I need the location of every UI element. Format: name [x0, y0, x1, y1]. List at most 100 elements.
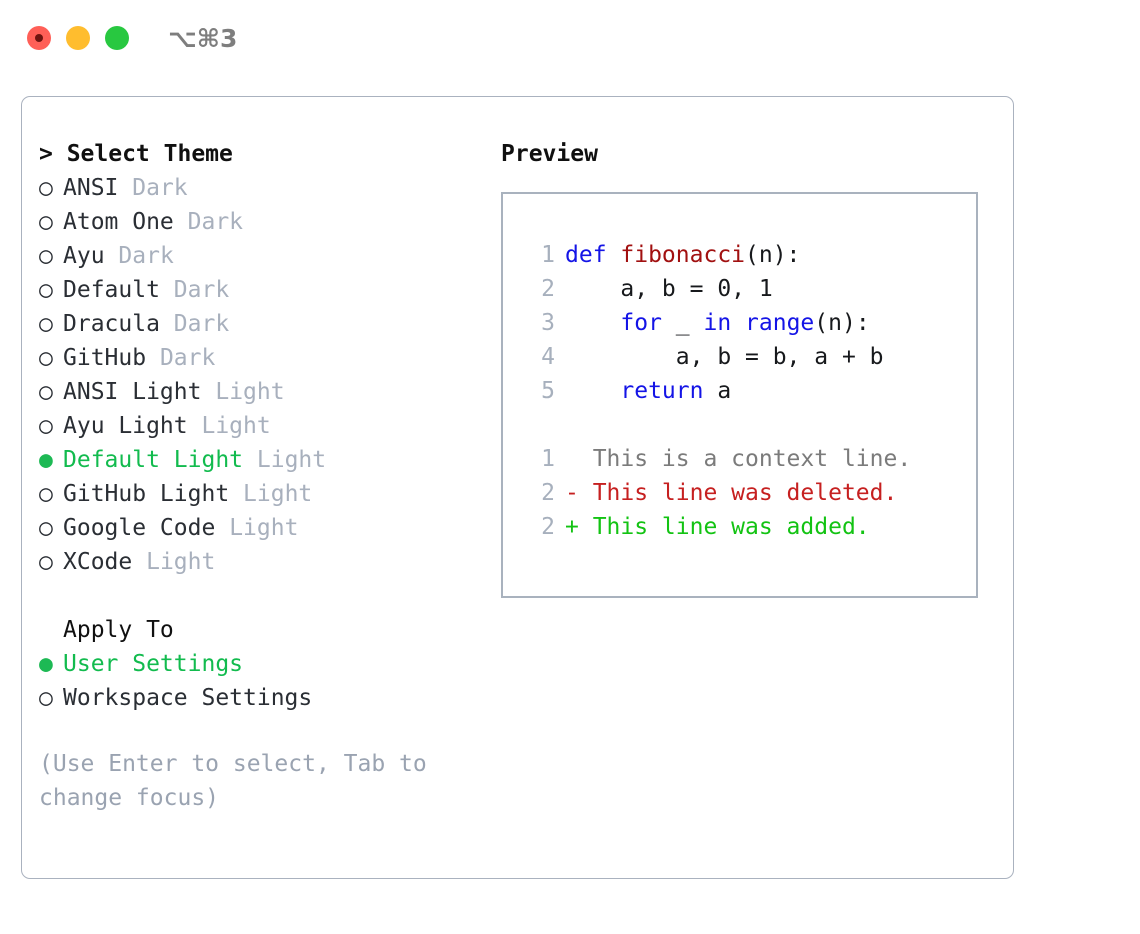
theme-option[interactable]: ○GitHub Light Light: [39, 477, 479, 511]
theme-option-label: Dracula: [63, 311, 160, 337]
code-line: 4 a, b = b, a + b: [503, 340, 976, 374]
theme-option-label: GitHub Light: [63, 481, 230, 507]
diff-line-text: - This line was deleted.: [565, 480, 898, 506]
theme-option-category: Light: [229, 515, 299, 541]
apply-to-option[interactable]: ● User Settings: [39, 647, 479, 681]
code-token: in: [703, 310, 732, 336]
radio-unselected-icon: ○: [39, 549, 53, 575]
radio-unselected-icon: ○: [39, 209, 53, 235]
line-number: 3: [541, 310, 555, 336]
theme-option[interactable]: ○ Ayu Dark: [39, 239, 479, 273]
theme-option[interactable]: ○ ANSI Light Light: [39, 375, 479, 409]
radio-selected-icon: ●: [39, 651, 53, 677]
radio-selected-icon: ●: [39, 447, 53, 473]
window-controls: [27, 26, 129, 50]
theme-option[interactable]: ○ ANSI Dark: [39, 171, 479, 205]
code-line-text: for _ in range(n):: [555, 306, 870, 340]
apply-to-option-label: User Settings: [63, 651, 244, 677]
theme-option-category: Dark: [132, 175, 188, 201]
theme-option-label: ANSI: [63, 175, 119, 201]
diff-line: 2 + This line was added.: [503, 510, 976, 544]
radio-unselected-icon: ○: [39, 515, 53, 541]
line-number: 2: [541, 480, 555, 506]
theme-option-category: Dark: [159, 345, 216, 371]
radio-unselected-icon: ○: [39, 311, 53, 337]
line-number: 1: [541, 446, 555, 472]
maximize-button[interactable]: [105, 26, 129, 50]
select-theme-header: > Select Theme: [39, 141, 233, 167]
code-token: a, b = b, a + b: [565, 344, 884, 370]
radio-unselected-icon: ○: [39, 345, 53, 371]
theme-list[interactable]: ○ ANSI Dark ○ Atom One Dark ○ Ayu Dark ○ Defaul…: [39, 171, 479, 579]
radio-unselected-icon: ○: [39, 413, 53, 439]
code-token: range: [745, 310, 815, 336]
apply-to-option-label: Workspace Settings: [63, 685, 313, 711]
theme-option[interactable]: ○ Dracula Dark: [39, 307, 479, 341]
close-button[interactable]: [27, 26, 51, 50]
code-token: [565, 310, 620, 336]
theme-option[interactable]: ○ GitHub Dark: [39, 341, 479, 375]
theme-option-label: Default: [63, 277, 160, 303]
code-token: def: [565, 242, 621, 268]
main-panel: > Select Theme ○ANSI Dark○Atom One Dark○…: [21, 96, 1014, 879]
theme-option-label: Default Light: [63, 447, 244, 473]
theme-option[interactable]: ○XCode Light: [39, 545, 479, 579]
theme-option-label: Ayu Light: [63, 413, 188, 439]
theme-option-category: Dark: [187, 209, 244, 235]
code-token: [565, 378, 620, 404]
diff-line: 2 - This line was deleted.: [503, 476, 976, 510]
diff-line-text: + This line was added.: [565, 514, 870, 540]
radio-unselected-icon: ○: [39, 243, 53, 269]
theme-option[interactable]: ● Default Light Light: [39, 443, 479, 477]
theme-option[interactable]: ○Ayu Light Light: [39, 409, 479, 443]
minimize-button[interactable]: [66, 26, 90, 50]
theme-option-label: ANSI Light: [63, 379, 202, 405]
code-token: [731, 310, 745, 336]
titlebar: ⌥⌘3: [0, 0, 1140, 78]
diff-line: 1 This is a context line.: [503, 442, 976, 476]
code-token: return: [620, 378, 704, 404]
code-token: (n):: [745, 242, 801, 268]
apply-to-option[interactable]: ○ Workspace Settings: [39, 681, 479, 715]
radio-unselected-icon: ○: [39, 277, 53, 303]
theme-option-category: Dark: [173, 311, 230, 337]
theme-option-label: XCode: [63, 549, 133, 575]
theme-option-category: Dark: [118, 243, 174, 269]
theme-option[interactable]: ○ Default Dark: [39, 273, 479, 307]
code-token: fibonacci: [620, 242, 746, 268]
radio-unselected-icon: ○: [39, 175, 53, 201]
line-number: 5: [541, 378, 555, 404]
code-token: (n):: [814, 310, 870, 336]
theme-option-label: GitHub: [63, 345, 147, 371]
theme-option[interactable]: ○ Atom One Dark: [39, 205, 479, 239]
code-token: _: [661, 310, 704, 336]
code-line-text: def fibonacci(n):: [555, 238, 800, 272]
code-line-text: a, b = 0, 1: [555, 272, 773, 306]
line-number: 1: [541, 242, 555, 268]
theme-option-category: Dark: [173, 277, 230, 303]
theme-option-category: Light: [215, 379, 285, 405]
code-line-text: a, b = b, a + b: [555, 340, 884, 374]
theme-option[interactable]: ○Google Code Light: [39, 511, 479, 545]
line-number: 2: [541, 514, 555, 540]
radio-unselected-icon: ○: [39, 685, 53, 711]
keyboard-shortcut-label: ⌥⌘3: [168, 24, 238, 53]
code-token: a: [703, 378, 732, 404]
radio-unselected-icon: ○: [39, 379, 53, 405]
keyboard-hint-text: (Use Enter to select, Tab to change focu…: [39, 751, 441, 811]
code-line-text: return a: [555, 374, 731, 408]
code-line: 5 return a: [503, 374, 976, 408]
list-spacer: [39, 579, 479, 613]
theme-option-label: Ayu: [63, 243, 105, 269]
theme-option-label: Atom One: [63, 209, 174, 235]
code-diff-separator: [503, 408, 976, 442]
theme-selection-column: > Select Theme ○ANSI Dark○Atom One Dark○…: [39, 137, 479, 815]
theme-option-category: Light: [256, 447, 327, 473]
line-number: 2: [541, 276, 555, 302]
apply-to-list[interactable]: ● User Settings ○ Workspace Settings: [39, 647, 479, 715]
code-token: a, b = 0, 1: [565, 276, 773, 302]
